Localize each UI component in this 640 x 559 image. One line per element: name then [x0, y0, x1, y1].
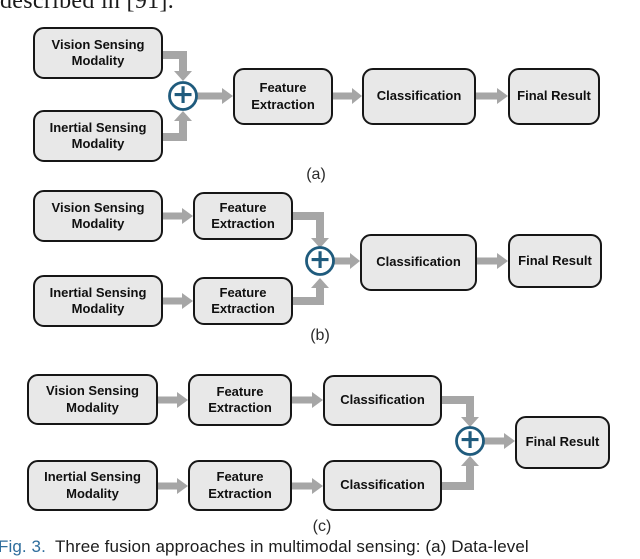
- sublabel-c: (c): [312, 518, 332, 535]
- box-final-result-a: Final Result: [508, 68, 600, 125]
- arrow-fusion-to-classification-b: [334, 253, 360, 269]
- fusion-circle-b: [305, 246, 335, 276]
- plus-sign-a: +: [171, 79, 195, 110]
- body-text-fragment: described in [91].: [0, 0, 280, 14]
- arrow-feature-top-to-fusion-b: [293, 212, 329, 248]
- fusion-plus-icon: [455, 426, 485, 456]
- box-feature-extraction-bottom-c: Feature Extraction: [188, 460, 292, 511]
- sublabel-a: (a): [306, 166, 326, 183]
- arrow-feature-to-classification-a: [333, 88, 362, 104]
- arrow-vision-to-feature-b: [163, 208, 193, 224]
- fusion-plus-icon: [168, 81, 198, 111]
- arrow-feature-bottom-to-fusion-b: [293, 278, 329, 305]
- arrow-inertial-to-fusion-a: [163, 111, 192, 141]
- box-vision-modality-b: Vision Sensing Modality: [33, 190, 163, 242]
- box-vision-modality-c: Vision Sensing Modality: [27, 374, 158, 425]
- plus-sign-b: +: [308, 244, 332, 275]
- arrow-inertial-to-feature-b: [163, 293, 193, 309]
- arrow-feature-to-classification-top-c: [292, 392, 323, 408]
- box-feature-extraction-top-c: Feature Extraction: [188, 374, 292, 426]
- box-final-result-b: Final Result: [508, 234, 602, 288]
- arrow-classification-to-final-a: [476, 88, 508, 104]
- arrow-fusion-to-final-c: [484, 433, 515, 449]
- box-feature-extraction-top-b: Feature Extraction: [193, 192, 293, 240]
- box-inertial-modality-c: Inertial Sensing Modality: [27, 460, 158, 511]
- fusion-plus-icon: [305, 246, 335, 276]
- arrow-vision-to-fusion-a: [163, 51, 192, 81]
- arrow-feature-to-classification-bottom-c: [292, 478, 323, 494]
- plus-sign-c: +: [458, 424, 482, 455]
- body-text-line: described in [91].: [0, 0, 175, 14]
- flow-arrows: [158, 51, 515, 494]
- arrow-vision-to-feature-c: [158, 392, 188, 408]
- box-classification-a: Classification: [362, 68, 476, 125]
- box-feature-extraction-a: Feature Extraction: [233, 68, 333, 125]
- caption-fig-number: Fig. 3.: [0, 537, 46, 556]
- box-feature-extraction-bottom-b: Feature Extraction: [193, 277, 293, 325]
- arrow-classification-bottom-to-fusion-c: [442, 456, 479, 490]
- box-vision-modality-a: Vision Sensing Modality: [33, 27, 163, 79]
- box-inertial-modality-a: Inertial Sensing Modality: [33, 110, 163, 162]
- box-classification-top-c: Classification: [323, 375, 442, 426]
- box-classification-b: Classification: [360, 234, 477, 291]
- arrow-inertial-to-feature-c: [158, 478, 188, 494]
- arrow-classification-to-final-b: [477, 253, 508, 269]
- fusion-circle-c: [455, 426, 485, 456]
- box-classification-bottom-c: Classification: [323, 460, 442, 511]
- fusion-circle-a: [168, 81, 198, 111]
- arrow-fusion-to-feature-a: [197, 88, 233, 104]
- box-final-result-c: Final Result: [515, 416, 610, 469]
- caption-text: Three fusion approaches in multimodal se…: [54, 537, 529, 556]
- figure-caption: Fig. 3. Three fusion approaches in multim…: [0, 537, 640, 557]
- arrow-classification-top-to-fusion-c: [442, 396, 479, 427]
- sublabel-b: (b): [310, 327, 330, 344]
- box-inertial-modality-b: Inertial Sensing Modality: [33, 275, 163, 327]
